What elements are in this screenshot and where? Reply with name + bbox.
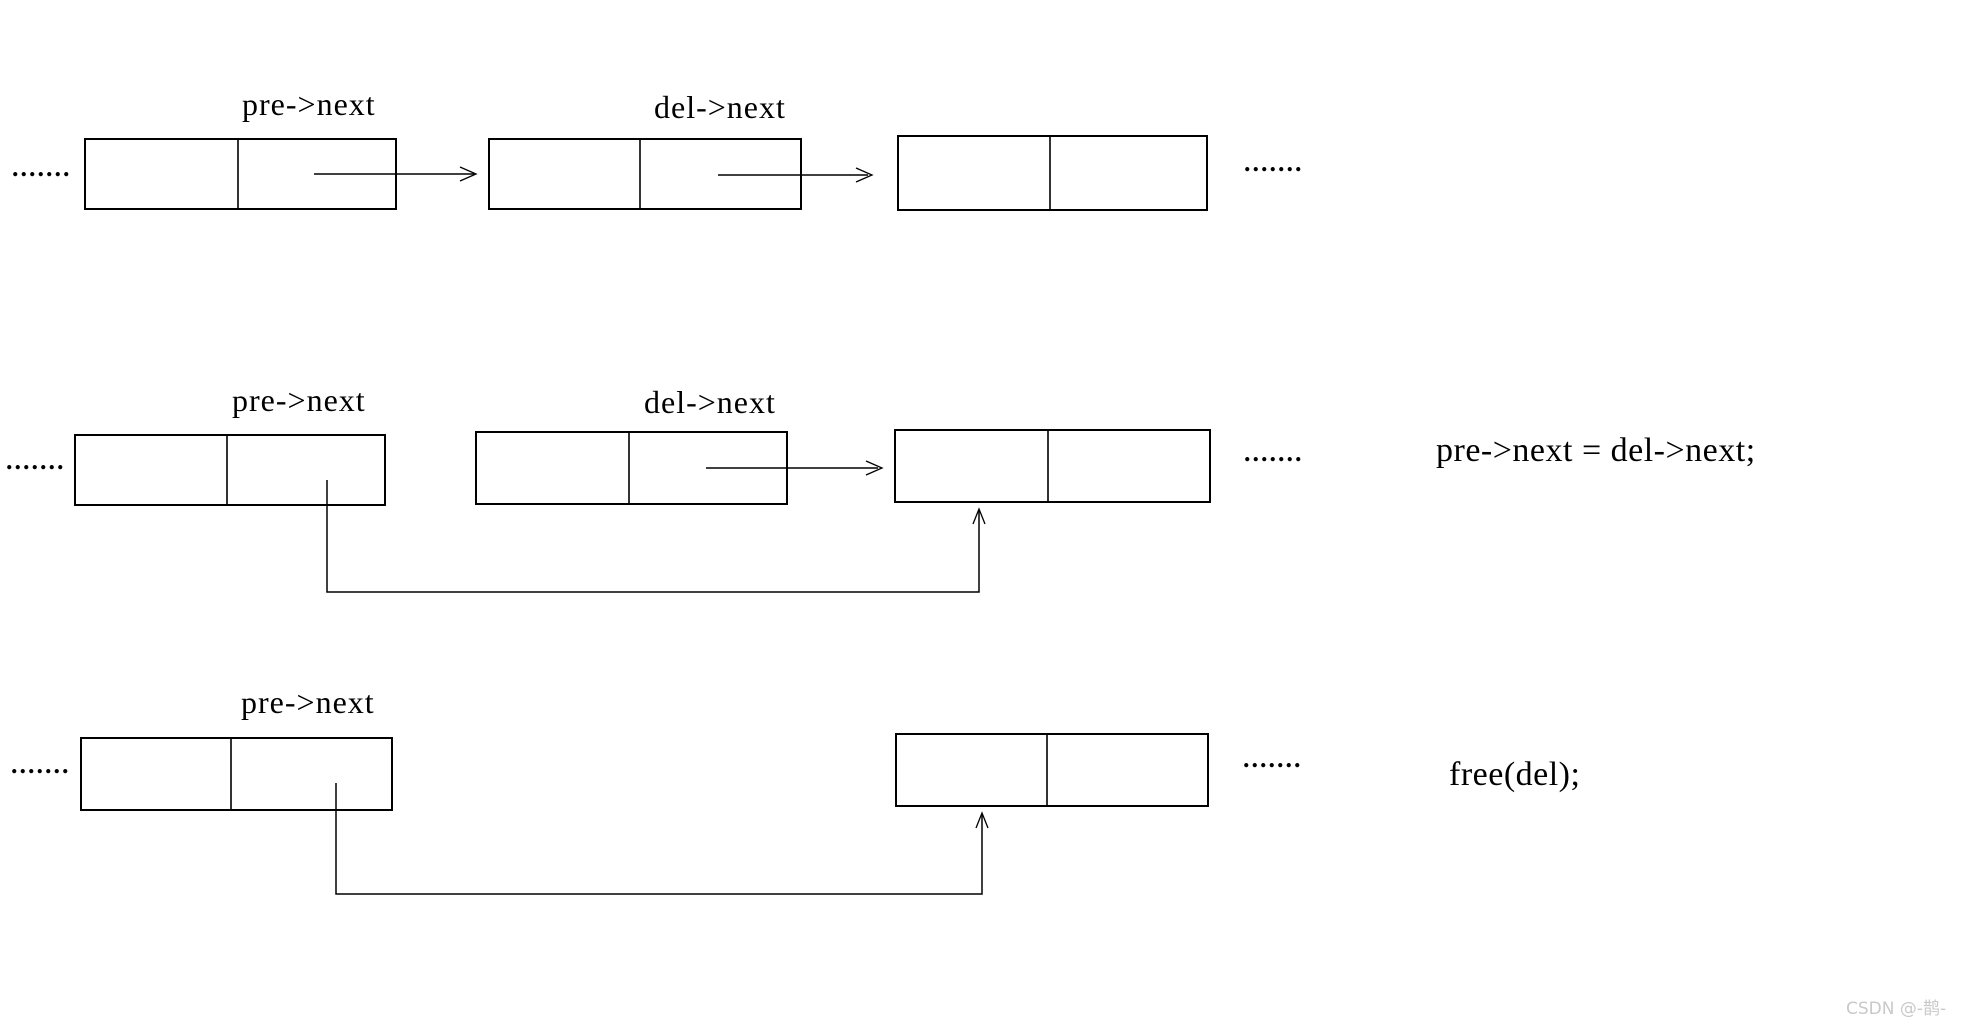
row3-dots-left: ....... — [11, 750, 71, 779]
row1-next-node — [897, 135, 1208, 211]
row1-del-node-label: del->next — [654, 89, 786, 125]
row2-dots-right: ....... — [1244, 438, 1304, 467]
row2-del-node-label: del->next — [644, 384, 776, 420]
row2-dots-left: ....... — [6, 446, 66, 475]
row2-next-node — [894, 429, 1211, 503]
row3-pre-node — [80, 737, 393, 811]
row3-bypass-arrow — [335, 783, 989, 895]
row1-del-node — [488, 138, 802, 210]
row3-next-node — [895, 733, 1209, 807]
row1-dots-right: ....... — [1244, 148, 1304, 177]
row3-code-statement: free(del); — [1449, 756, 1581, 793]
row2-pre-node-label: pre->next — [232, 382, 366, 418]
row2-code-statement: pre->next = del->next; — [1436, 432, 1756, 469]
row2-del-to-next-arrow — [706, 460, 884, 476]
row3-dots-right: ....... — [1243, 744, 1303, 773]
row1-pre-node-label: pre->next — [242, 86, 376, 122]
row1-del-to-next-arrow — [718, 167, 874, 183]
row3-pre-node-label: pre->next — [241, 684, 375, 720]
row2-pre-node — [74, 434, 386, 506]
row2-bypass-arrow — [326, 480, 986, 593]
row1-pre-to-del-arrow — [314, 166, 478, 182]
csdn-watermark: CSDN @-鹊- — [1846, 999, 1947, 1019]
row1-dots-left: ....... — [12, 153, 72, 182]
